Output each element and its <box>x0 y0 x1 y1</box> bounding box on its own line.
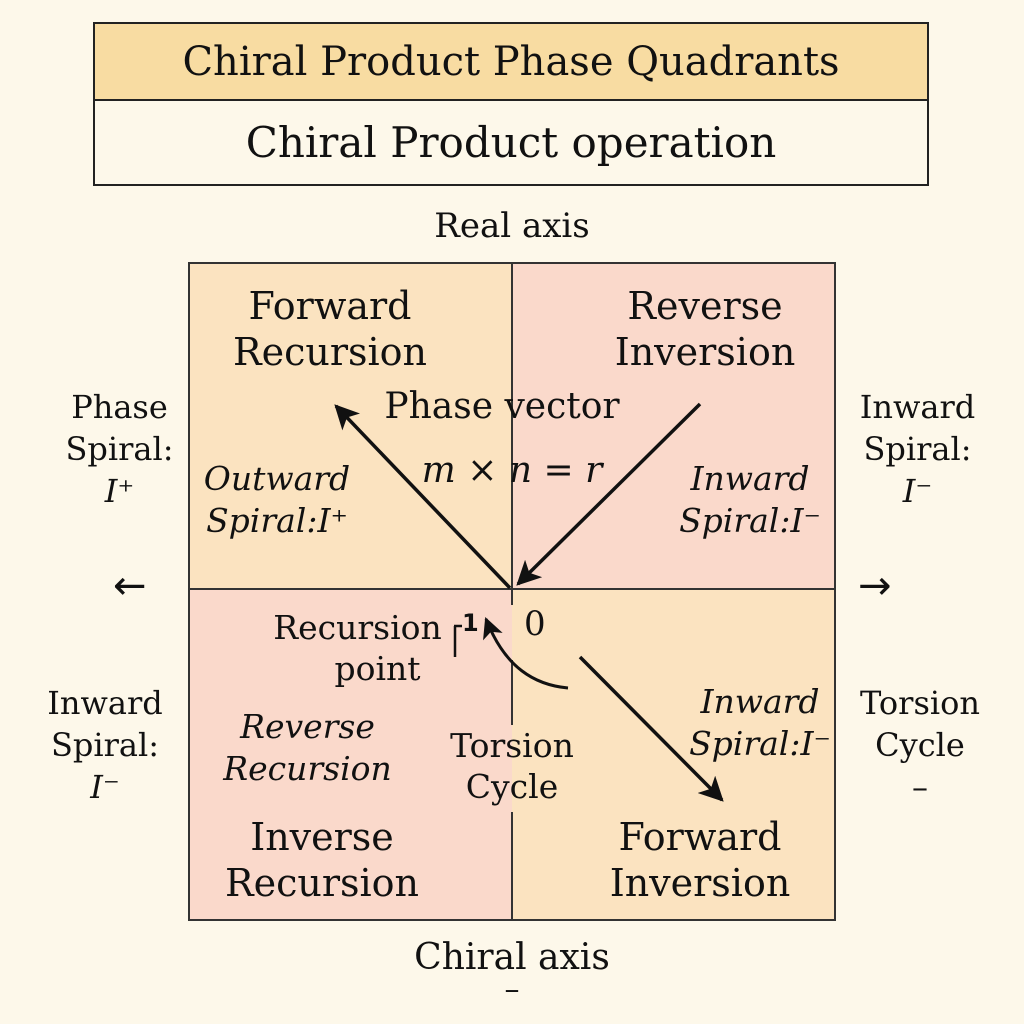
forward-inversion-title: Forward Inversion <box>585 814 815 906</box>
inward-spiral-side-label-bottom: Inward Spiral: I⁻ <box>35 682 175 808</box>
torsion-curve-arrow <box>483 617 569 690</box>
recursion-point-mark: 1 <box>462 609 479 637</box>
reverse-inversion-title-line1: Reverse <box>627 284 783 328</box>
torsion-cycle-side-label: Torsion Cycle – <box>845 682 995 808</box>
inward-spiral-bottom-line1: Inward <box>47 684 163 722</box>
forward-inversion-arrow <box>578 655 724 802</box>
origin-label: 0 <box>524 604 546 644</box>
inward-spiral-br-line2: Spiral:I⁻ <box>689 724 831 763</box>
real-axis-label: Real axis <box>434 206 590 246</box>
phase-spiral-line2: Spiral: <box>65 430 174 468</box>
outward-spiral-line2: Spiral:I⁺ <box>206 501 348 540</box>
torsion-cycle-center-line1: Torsion <box>450 726 574 765</box>
phase-spiral-side-label: Phase Spiral: I⁺ <box>52 386 187 512</box>
torsion-cycle-center-line2: Cycle <box>465 767 559 806</box>
right-arrow-icon: → <box>858 563 892 609</box>
inward-spiral-bottom-line3: I⁻ <box>90 768 120 806</box>
forward-recursion-title-line1: Forward <box>248 284 412 328</box>
phase-spiral-line1: Phase <box>71 388 168 426</box>
inward-spiral-label-br: Inward Spiral:I⁻ <box>680 681 840 765</box>
title-box: Chiral Product Phase Quadrants Chiral Pr… <box>93 22 929 186</box>
phase-spiral-line3: I⁺ <box>104 472 135 510</box>
left-arrow-icon: ← <box>113 563 147 609</box>
reverse-inversion-title: Reverse Inversion <box>595 283 815 375</box>
torsion-cycle-side-line2: Cycle <box>875 726 965 764</box>
recursion-bracket <box>453 624 462 657</box>
diagram-title: Chiral Product Phase Quadrants <box>95 24 927 101</box>
outward-spiral-label: Outward Spiral:I⁺ <box>192 458 362 542</box>
inward-spiral-br-line1: Inward <box>700 682 820 721</box>
torsion-cycle-side-line3: – <box>912 768 928 806</box>
inverse-recursion-title: Inverse Recursion <box>212 814 432 906</box>
inward-spiral-tr-line1: Inward <box>690 459 810 498</box>
inverse-recursion-title-line1: Inverse <box>250 815 394 859</box>
inward-spiral-top-line3: I⁻ <box>902 472 933 510</box>
torsion-cycle-side-line1: Torsion <box>860 684 980 722</box>
phase-vector-outward-arrow <box>334 404 512 590</box>
inward-spiral-tr-line2: Spiral:I⁻ <box>679 501 821 540</box>
inverse-recursion-title-line2: Recursion <box>224 861 420 905</box>
reverse-recursion-label: Reverse Recursion <box>205 706 410 790</box>
forward-recursion-title-line2: Recursion <box>232 330 428 374</box>
quadrant-grid-border <box>188 262 836 921</box>
phase-vector-label: Phase vector <box>384 386 620 427</box>
inward-spiral-top-line1: Inward <box>859 388 976 426</box>
recursion-point-line1: Recursion <box>273 608 442 647</box>
diagram-subtitle: Chiral Product operation <box>245 118 777 167</box>
torsion-cycle-center-label: Torsion Cycle <box>437 725 587 807</box>
reverse-inversion-title-line2: Inversion <box>614 330 796 374</box>
recursion-point-line2: point <box>334 649 421 688</box>
phase-vector-formula: m × n = r <box>421 450 603 491</box>
phase-vector-inward-arrow <box>516 402 702 586</box>
reverse-recursion-line2: Recursion <box>223 749 392 788</box>
forward-inversion-title-line2: Inversion <box>609 861 791 905</box>
quadrant-bottom-left <box>190 589 512 919</box>
chiral-axis-label: Chiral axis <box>414 937 610 978</box>
forward-inversion-title-line1: Forward <box>618 815 782 859</box>
forward-recursion-title: Forward Recursion <box>225 283 435 375</box>
outward-spiral-line1: Outward <box>203 459 351 498</box>
chiral-axis-mark: – <box>504 972 520 1007</box>
inward-spiral-label-tr: Inward Spiral:I⁻ <box>670 458 830 542</box>
inward-spiral-top-line2: Spiral: <box>863 430 972 468</box>
inward-spiral-bottom-line2: Spiral: <box>50 726 160 764</box>
quadrant-bottom-right <box>512 589 834 919</box>
recursion-point-label: Recursion point <box>270 607 445 689</box>
inward-spiral-side-label-top: Inward Spiral: I⁻ <box>845 386 990 512</box>
reverse-recursion-line1: Reverse <box>240 707 375 746</box>
